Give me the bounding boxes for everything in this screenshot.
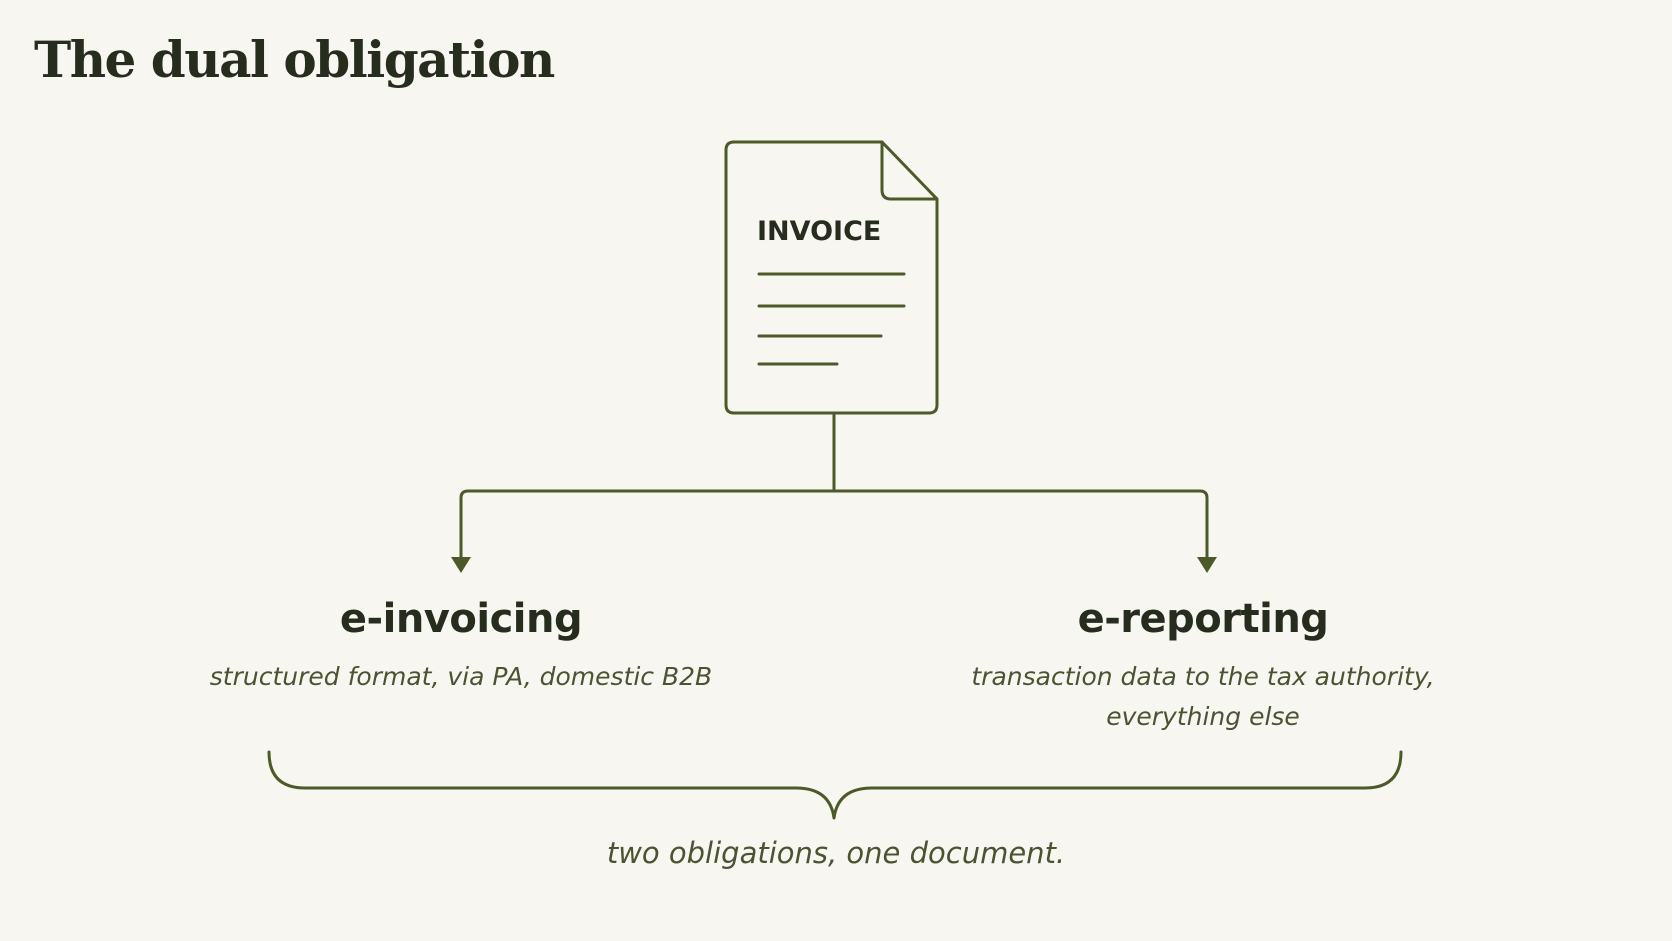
caption: two obligations, one document. bbox=[606, 836, 1066, 870]
page-title: The dual obligation bbox=[34, 30, 555, 89]
arrow-down-icon-right bbox=[1197, 557, 1217, 573]
curly-brace bbox=[267, 750, 1403, 820]
e-invoicing-title: e-invoicing bbox=[339, 596, 583, 642]
branch-connector bbox=[459, 411, 1209, 569]
invoice-document-outline bbox=[724, 140, 939, 415]
invoice-label: INVOICE bbox=[757, 216, 881, 247]
branch-right-line bbox=[832, 489, 1209, 569]
e-reporting-description-line-1: transaction data to the tax authority, bbox=[971, 662, 1435, 691]
e-reporting-description: transaction data to the tax authority, e… bbox=[923, 657, 1483, 737]
e-invoicing-description: structured format, via PA, domestic B2B bbox=[181, 657, 741, 697]
e-invoicing-description-line-1: structured format, via PA, domestic B2B bbox=[209, 662, 713, 691]
e-reporting-title: e-reporting bbox=[1077, 596, 1329, 642]
e-reporting-description-line-2: everything else bbox=[1106, 702, 1300, 731]
branch-left-line bbox=[459, 489, 836, 569]
arrow-down-icon-left bbox=[451, 557, 471, 573]
invoice-document-fold bbox=[880, 140, 939, 201]
invoice-document-icon bbox=[724, 140, 939, 415]
